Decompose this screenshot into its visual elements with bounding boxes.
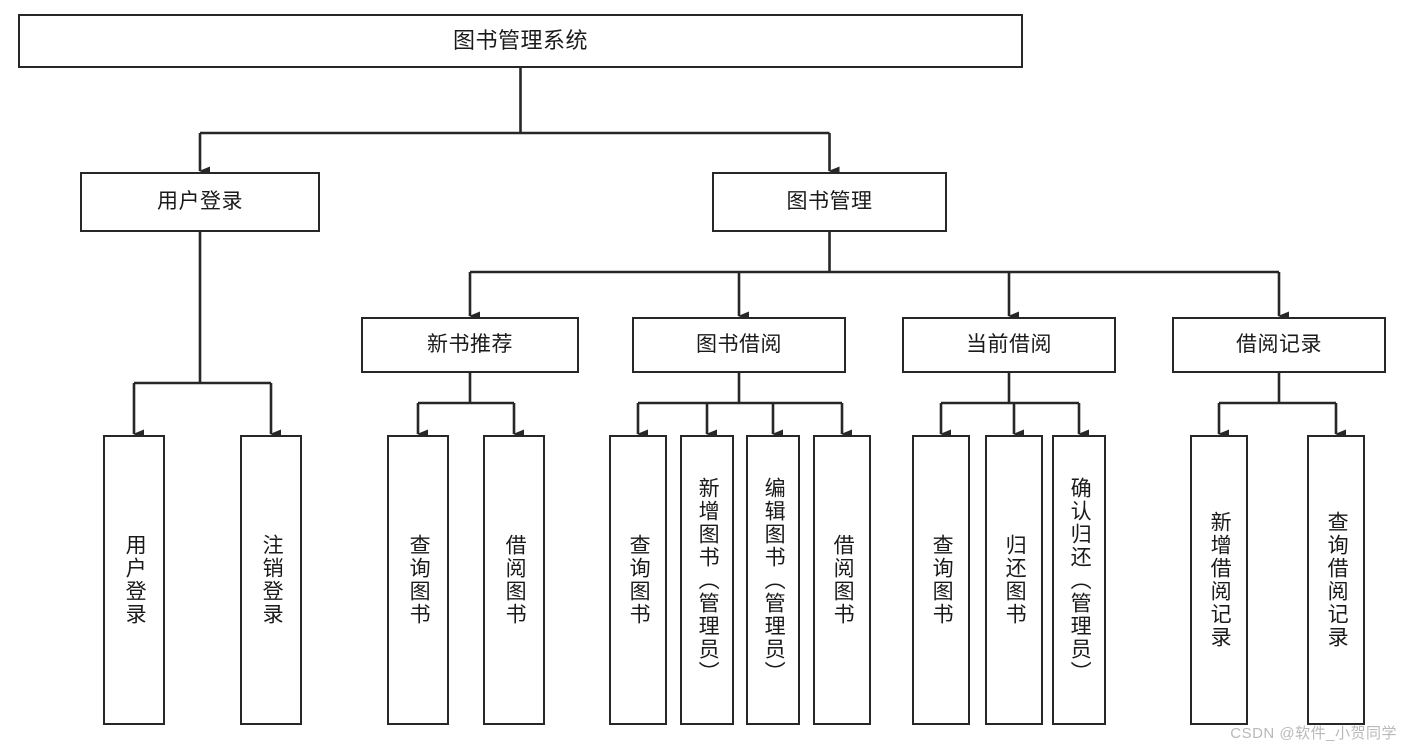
node-leaf-user-logout[interactable]: 注销登录 bbox=[240, 435, 302, 725]
node-new-book-recommend[interactable]: 新书推荐 bbox=[361, 317, 579, 373]
node-leaf-query-book-current[interactable]: 查询图书 bbox=[912, 435, 970, 725]
node-leaf-add-borrow-record[interactable]: 新增借阅记录 bbox=[1190, 435, 1248, 725]
node-label: 新书推荐 bbox=[427, 333, 513, 357]
node-leaf-borrow-book-recommend[interactable]: 借阅图书 bbox=[483, 435, 545, 725]
node-label: 查询图书 bbox=[627, 534, 651, 626]
node-leaf-borrow-book[interactable]: 借阅图书 bbox=[813, 435, 871, 725]
node-label: 归还图书 bbox=[1003, 534, 1027, 626]
node-label: 新增图书（管理员） bbox=[696, 476, 720, 684]
node-borrow-record[interactable]: 借阅记录 bbox=[1172, 317, 1386, 373]
node-label: 确认归还（管理员） bbox=[1068, 476, 1092, 684]
node-book-borrow[interactable]: 图书借阅 bbox=[632, 317, 846, 373]
node-label: 注销登录 bbox=[260, 534, 284, 626]
node-label: 查询图书 bbox=[930, 534, 954, 626]
node-leaf-query-book-borrow[interactable]: 查询图书 bbox=[609, 435, 667, 725]
node-book-manage[interactable]: 图书管理 bbox=[712, 172, 947, 232]
node-label: 借阅记录 bbox=[1236, 333, 1322, 357]
node-root[interactable]: 图书管理系统 bbox=[18, 14, 1023, 68]
node-leaf-add-book-admin[interactable]: 新增图书（管理员） bbox=[680, 435, 734, 725]
node-label: 查询图书 bbox=[407, 534, 431, 626]
node-label: 新增借阅记录 bbox=[1208, 511, 1232, 649]
node-label: 用户登录 bbox=[157, 190, 243, 214]
node-leaf-confirm-return-admin[interactable]: 确认归还（管理员） bbox=[1052, 435, 1106, 725]
node-leaf-query-book-recommend[interactable]: 查询图书 bbox=[387, 435, 449, 725]
node-label: 图书管理系统 bbox=[452, 27, 588, 53]
node-label: 图书管理 bbox=[786, 190, 873, 214]
node-leaf-query-borrow-record[interactable]: 查询借阅记录 bbox=[1307, 435, 1365, 725]
node-label: 当前借阅 bbox=[966, 333, 1052, 357]
node-user-login[interactable]: 用户登录 bbox=[80, 172, 320, 232]
node-label: 用户登录 bbox=[123, 534, 147, 626]
node-label: 借阅图书 bbox=[831, 534, 855, 626]
node-current-borrow[interactable]: 当前借阅 bbox=[902, 317, 1116, 373]
node-leaf-user-login[interactable]: 用户登录 bbox=[103, 435, 165, 725]
csdn-watermark: CSDN @软件_小贺同学 bbox=[1230, 725, 1397, 742]
node-label: 编辑图书（管理员） bbox=[762, 476, 786, 684]
node-leaf-edit-book-admin[interactable]: 编辑图书（管理员） bbox=[746, 435, 800, 725]
node-leaf-return-book[interactable]: 归还图书 bbox=[985, 435, 1043, 725]
node-label: 查询借阅记录 bbox=[1325, 511, 1349, 649]
node-label: 图书借阅 bbox=[696, 333, 782, 357]
node-label: 借阅图书 bbox=[503, 534, 527, 626]
